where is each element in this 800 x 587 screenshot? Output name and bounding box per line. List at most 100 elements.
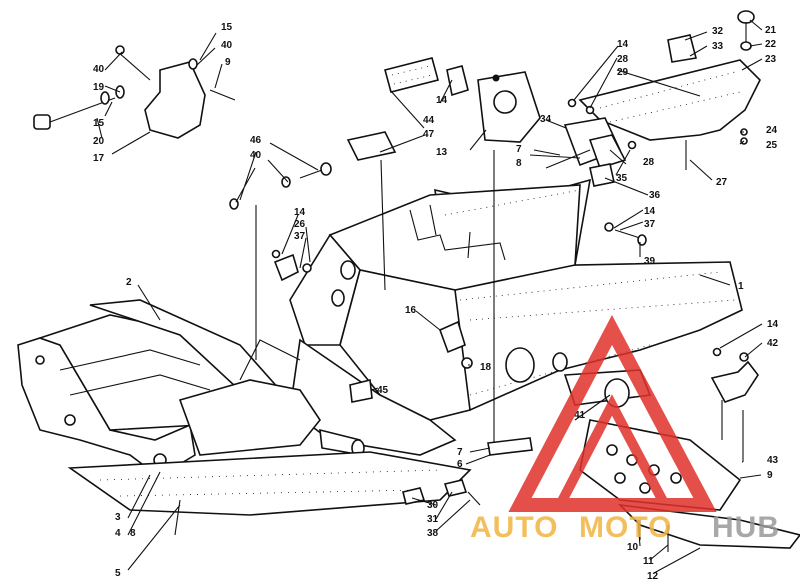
panel-hole-b: [331, 289, 345, 307]
callout-label: 37: [294, 231, 306, 242]
callout-label: 37: [644, 219, 656, 230]
callout-label: 45: [377, 385, 389, 396]
callout-label: 21: [765, 25, 777, 36]
washer-40-a: [281, 176, 291, 188]
callout-label: 4: [115, 528, 121, 539]
callout-label: 10: [627, 542, 639, 553]
washer-14-rail: [567, 98, 577, 108]
panel-hole-c: [552, 352, 568, 372]
callout-label: 40: [250, 150, 262, 161]
strap-6: [487, 437, 533, 456]
bracket-26: [273, 253, 299, 282]
callout-label: 3: [115, 512, 121, 523]
callout-label: 6: [457, 459, 463, 470]
footrest-hole-6: [639, 482, 651, 494]
washer-37-left: [302, 263, 312, 273]
callout-label: 23: [765, 54, 777, 65]
screw-38: [467, 491, 481, 506]
steering-bracket-assembly: [33, 45, 236, 139]
callout-label: 13: [436, 147, 448, 158]
callout-label: 39: [644, 256, 656, 267]
washer-42: [739, 352, 749, 362]
cable-9: [209, 89, 236, 101]
callout-label: 20: [93, 136, 105, 147]
callout-label: 15: [93, 118, 105, 129]
callout-label: 25: [766, 140, 778, 151]
washer-22: [740, 41, 752, 51]
callout-label: 19: [93, 82, 105, 93]
rail-23: [578, 59, 761, 141]
top-right-rail: [529, 10, 761, 187]
callout-label: 15: [221, 22, 233, 33]
pivot-hole-a: [64, 414, 76, 426]
washer-28-rail: [585, 105, 595, 115]
mount-plate-hole: [493, 90, 517, 114]
center-top-parts: [346, 57, 541, 455]
bolt-head-upper: [115, 45, 125, 55]
callout-label: 34: [540, 114, 552, 125]
leader-47-vertical: [380, 159, 386, 291]
watermark-text-moto: MOTO: [579, 511, 672, 544]
bolt-upper: [117, 51, 151, 81]
panel-hole-a: [340, 260, 356, 280]
bolt-46: [299, 169, 323, 179]
washer-28-lower: [627, 140, 637, 150]
callout-label: 14: [767, 319, 779, 330]
callout-label: 16: [405, 305, 417, 316]
callout-label: 30: [427, 500, 439, 511]
callout-label: 32: [712, 26, 724, 37]
clip-31: [443, 479, 468, 497]
watermark-logo: AUTO MOTO HUB: [470, 315, 780, 544]
callout-label: 36: [649, 190, 661, 201]
callout-label: 41: [574, 410, 586, 421]
callout-label: 9: [225, 57, 231, 68]
callout-label: 1: [738, 281, 744, 292]
fitting-18: [461, 357, 473, 369]
plate-44: [384, 57, 439, 93]
nut-15: [188, 58, 198, 70]
pivot-hole-c: [35, 355, 45, 365]
rail-rivets: [599, 71, 741, 123]
fastener-13: [492, 74, 500, 82]
footrest-hole-5: [614, 472, 626, 484]
bolt-39-head: [637, 234, 647, 246]
callout-label: 11: [643, 556, 654, 567]
callout-label: 2: [126, 277, 132, 288]
callout-label: 24: [766, 125, 778, 136]
callout-label: 38: [427, 528, 439, 539]
block-32: [667, 34, 697, 63]
bracket-17: [144, 61, 206, 139]
front-subframe: [17, 299, 365, 471]
watermark-text-hub: HUB: [712, 511, 780, 544]
main-chassis: [289, 178, 743, 456]
callout-label: 40: [93, 64, 105, 75]
callout-label: 14: [294, 207, 306, 218]
callout-label: 12: [647, 571, 659, 582]
bracket-42: [710, 360, 759, 403]
callout-label: 29: [617, 67, 629, 78]
washer-14-handle: [712, 347, 722, 357]
callout-label: 9: [767, 470, 773, 481]
leader-lines: [96, 19, 763, 574]
callout-label: 47: [423, 129, 435, 140]
bolt-head-lower: [33, 114, 51, 130]
callout-label: 42: [767, 338, 779, 349]
callout-label: 8: [130, 528, 136, 539]
callout-label: 7: [457, 447, 463, 458]
subframe-webs: [59, 339, 301, 396]
watermark-text-auto: AUTO: [470, 511, 558, 544]
callout-label: 28: [617, 54, 629, 65]
washer-19: [100, 91, 110, 105]
callout-label: 8: [516, 158, 522, 169]
callout-label: 14: [436, 95, 448, 106]
callout-labels: 15 40 9 40 19 15 20 17 14 44 47 13 46 40…: [93, 22, 779, 582]
plate-44-holes: [391, 65, 433, 85]
callout-label: 40: [221, 40, 233, 51]
callout-label: 46: [250, 135, 262, 146]
panel-hole-large: [505, 347, 535, 383]
small-hardware: [229, 162, 759, 506]
callout-label: 22: [765, 39, 777, 50]
footrest-hole-4: [670, 472, 682, 484]
